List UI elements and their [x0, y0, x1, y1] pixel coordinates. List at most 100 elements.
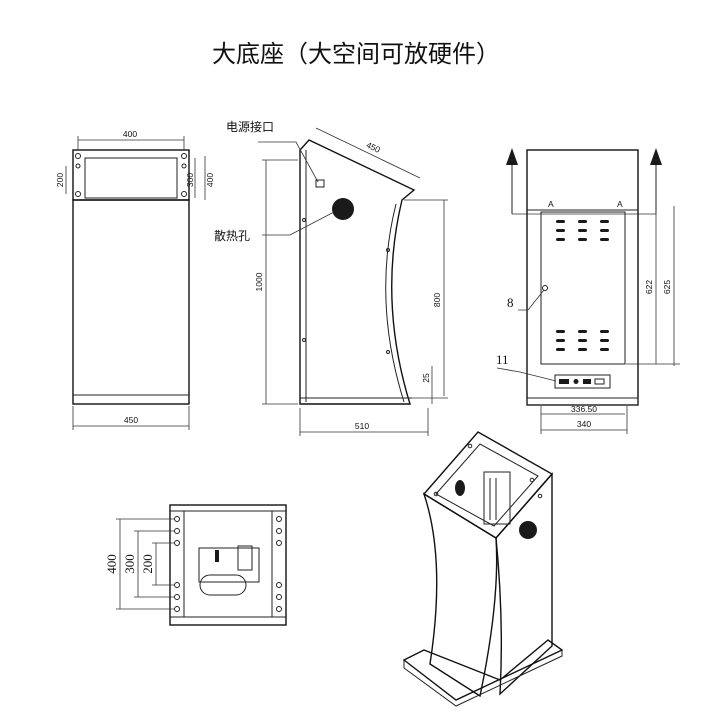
part-11-callout: 11 — [496, 352, 509, 367]
iso-interior — [483, 471, 511, 525]
hole — [386, 350, 390, 354]
hole — [181, 191, 187, 197]
vent-slot — [578, 238, 587, 241]
lock-icon — [542, 285, 548, 291]
rear-view: A A — [496, 148, 680, 434]
vent-slot — [578, 330, 587, 333]
vent-slot — [600, 330, 609, 333]
hole — [467, 443, 473, 449]
vent-slot — [556, 330, 565, 333]
hole — [174, 528, 180, 534]
hole — [174, 582, 180, 588]
rear-622-label: 622 — [644, 280, 654, 294]
drawing-title: 大底座（大空间可放硬件） — [212, 40, 500, 68]
section-arrow-right-head — [650, 148, 662, 165]
vent-slot — [556, 238, 565, 241]
io-panel — [554, 374, 611, 389]
power-port-callout: 电源接口 — [226, 119, 274, 134]
plan-hardware — [237, 545, 253, 571]
plan-hardware — [198, 547, 260, 583]
vent-slot — [578, 348, 587, 351]
iso-vent-hole-icon — [519, 521, 537, 539]
hole — [433, 491, 439, 497]
vent-slot — [600, 220, 609, 223]
plan-300-label: 300 — [122, 554, 137, 574]
io-port — [594, 378, 605, 385]
side-base-depth-label: 510 — [355, 421, 369, 431]
part-11-leader — [496, 367, 557, 382]
vent-slot — [600, 238, 609, 241]
plan-view: 400 300 200 — [104, 504, 287, 626]
vent-slot — [600, 229, 609, 232]
part-8-leader — [518, 289, 545, 311]
side-foot-label: 25 — [421, 373, 431, 383]
front-300-label: 300 — [185, 173, 195, 187]
hole — [174, 516, 180, 522]
io-port — [573, 379, 579, 384]
power-port-leader — [258, 141, 319, 183]
rear-body — [526, 149, 639, 406]
iso-right-panel — [495, 472, 553, 696]
vent-hole-callout: 散热孔 — [214, 228, 250, 243]
hole — [174, 540, 180, 546]
rear-door — [540, 211, 626, 365]
iso-base-edge — [403, 650, 563, 707]
plan-hardware — [199, 574, 247, 596]
side-inner-front — [385, 203, 405, 403]
side-right-height-label: 800 — [432, 293, 442, 307]
rear-336-label: 336.50 — [571, 404, 597, 414]
vent-slot — [600, 348, 609, 351]
vent-slot — [556, 348, 565, 351]
hole — [302, 338, 306, 342]
vent-slot — [556, 339, 565, 342]
front-top-width-label: 400 — [123, 129, 137, 139]
iso-base — [402, 639, 564, 701]
hole — [276, 540, 282, 546]
vent-slot — [578, 339, 587, 342]
hole — [302, 218, 306, 222]
rear-foot — [526, 397, 639, 406]
rear-625-label: 625 — [662, 280, 672, 294]
hole — [276, 516, 282, 522]
io-port — [559, 379, 569, 384]
vent-hole-leader — [262, 211, 335, 236]
dim-line — [315, 127, 421, 179]
rear-vent-bottom — [556, 330, 609, 351]
vent-slot — [600, 339, 609, 342]
hole — [276, 594, 282, 600]
front-left-200-label: 200 — [55, 173, 65, 187]
section-arrow-left-head — [506, 148, 518, 165]
side-height-label: 1000 — [254, 272, 264, 291]
hole — [181, 163, 187, 169]
section-a-right: A — [617, 199, 623, 209]
plan-200-label: 200 — [140, 554, 155, 574]
hole — [174, 606, 180, 612]
hole — [529, 477, 535, 483]
vent-slot — [556, 220, 565, 223]
hole — [75, 191, 81, 197]
hole — [181, 153, 187, 159]
hole — [75, 163, 81, 169]
hole — [276, 528, 282, 534]
plan-400-label: 400 — [104, 554, 119, 574]
side-outline — [299, 139, 416, 405]
front-body — [72, 199, 190, 405]
vent-hole-icon — [332, 198, 354, 220]
plan-outer — [169, 504, 287, 626]
front-view: 400 200 300 400 450 — [55, 129, 215, 430]
front-400-label: 400 — [205, 173, 215, 187]
plan-hardware — [215, 550, 219, 562]
hole — [75, 153, 81, 159]
power-port-icon — [315, 179, 325, 188]
vent-slot — [578, 220, 587, 223]
rear-340-label: 340 — [577, 419, 591, 429]
iso-vent-hole-icon — [455, 480, 465, 496]
plan-holes — [174, 516, 282, 612]
hole — [386, 248, 390, 252]
side-view: 电源接口 散热孔 450 1000 800 25 510 — [214, 119, 448, 436]
io-port — [583, 379, 591, 384]
iso-left-panel — [422, 492, 498, 698]
front-top-inner — [84, 157, 178, 199]
hole — [276, 582, 282, 588]
